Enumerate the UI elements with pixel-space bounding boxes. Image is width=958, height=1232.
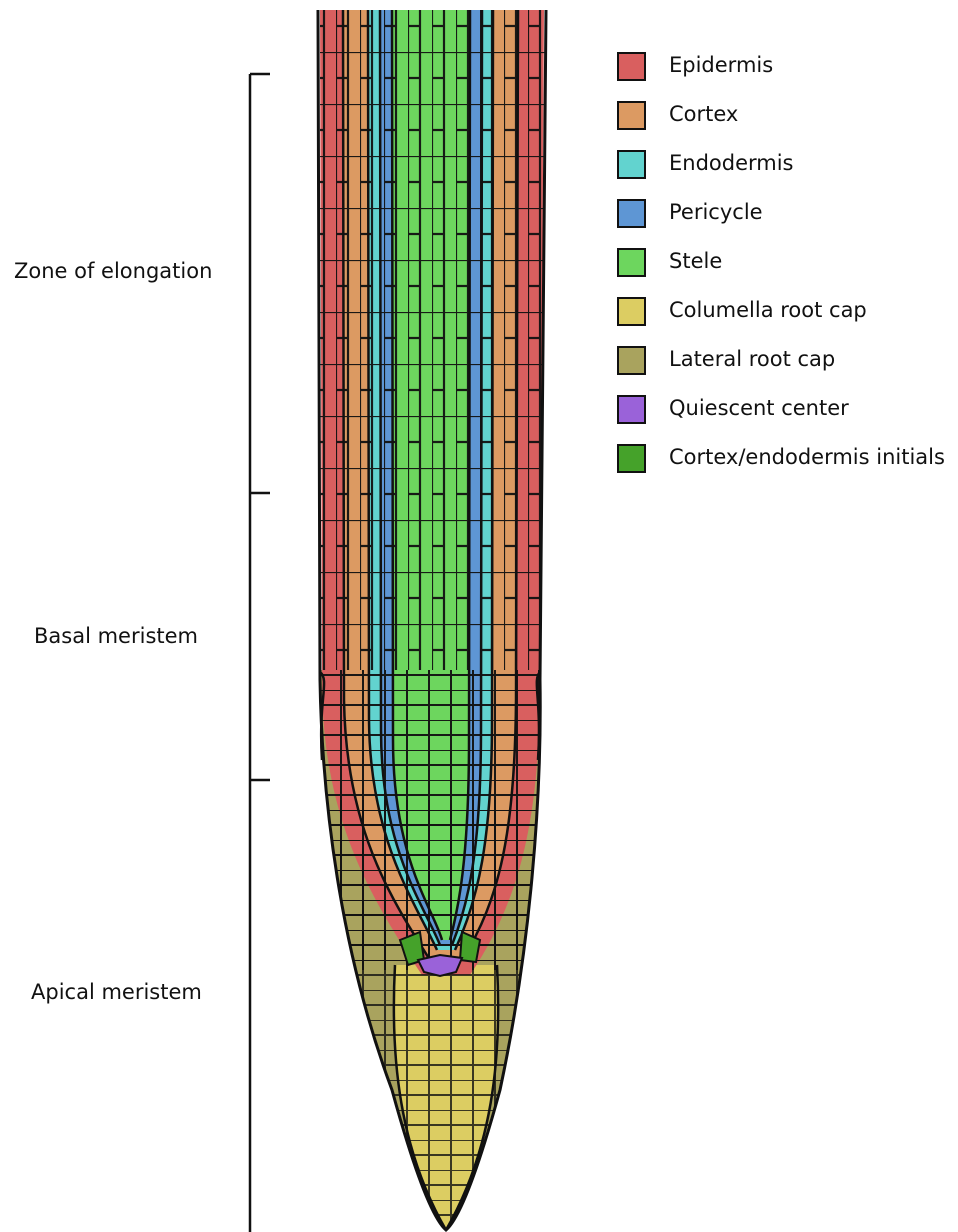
- legend-label-cortex: Cortex: [669, 102, 738, 126]
- legend-label-cortex-endodermis-initials: Cortex/endodermis initials: [669, 445, 945, 469]
- legend-label-quiescent-center: Quiescent center: [669, 396, 849, 420]
- zone-label-basal-meristem: Basal meristem: [34, 624, 198, 648]
- zone-label-elongation: Zone of elongation: [14, 259, 212, 283]
- legend-swatch-quiescent-center: [617, 395, 646, 424]
- zone-bracket: [250, 74, 270, 1232]
- legend-swatch-columella-root-cap: [617, 297, 646, 326]
- legend-label-pericycle: Pericycle: [669, 200, 763, 224]
- root-body: [300, 10, 560, 1232]
- cell-walls: [300, 10, 560, 1230]
- legend-label-epidermis: Epidermis: [669, 53, 773, 77]
- legend-swatch-endodermis: [617, 150, 646, 179]
- zone-label-apical-meristem: Apical meristem: [31, 980, 202, 1004]
- legend-label-endodermis: Endodermis: [669, 151, 794, 175]
- legend-swatch-epidermis: [617, 52, 646, 81]
- quiescent-center: [418, 955, 462, 976]
- legend-swatch-pericycle: [617, 199, 646, 228]
- legend-label-stele: Stele: [669, 249, 722, 273]
- legend-label-lateral-root-cap: Lateral root cap: [669, 347, 835, 371]
- legend-swatch-lateral-root-cap: [617, 346, 646, 375]
- legend-swatch-cortex: [617, 101, 646, 130]
- legend-swatch-stele: [617, 248, 646, 277]
- legend-swatch-cortex-endodermis-initials: [617, 444, 646, 473]
- legend-label-columella-root-cap: Columella root cap: [669, 298, 867, 322]
